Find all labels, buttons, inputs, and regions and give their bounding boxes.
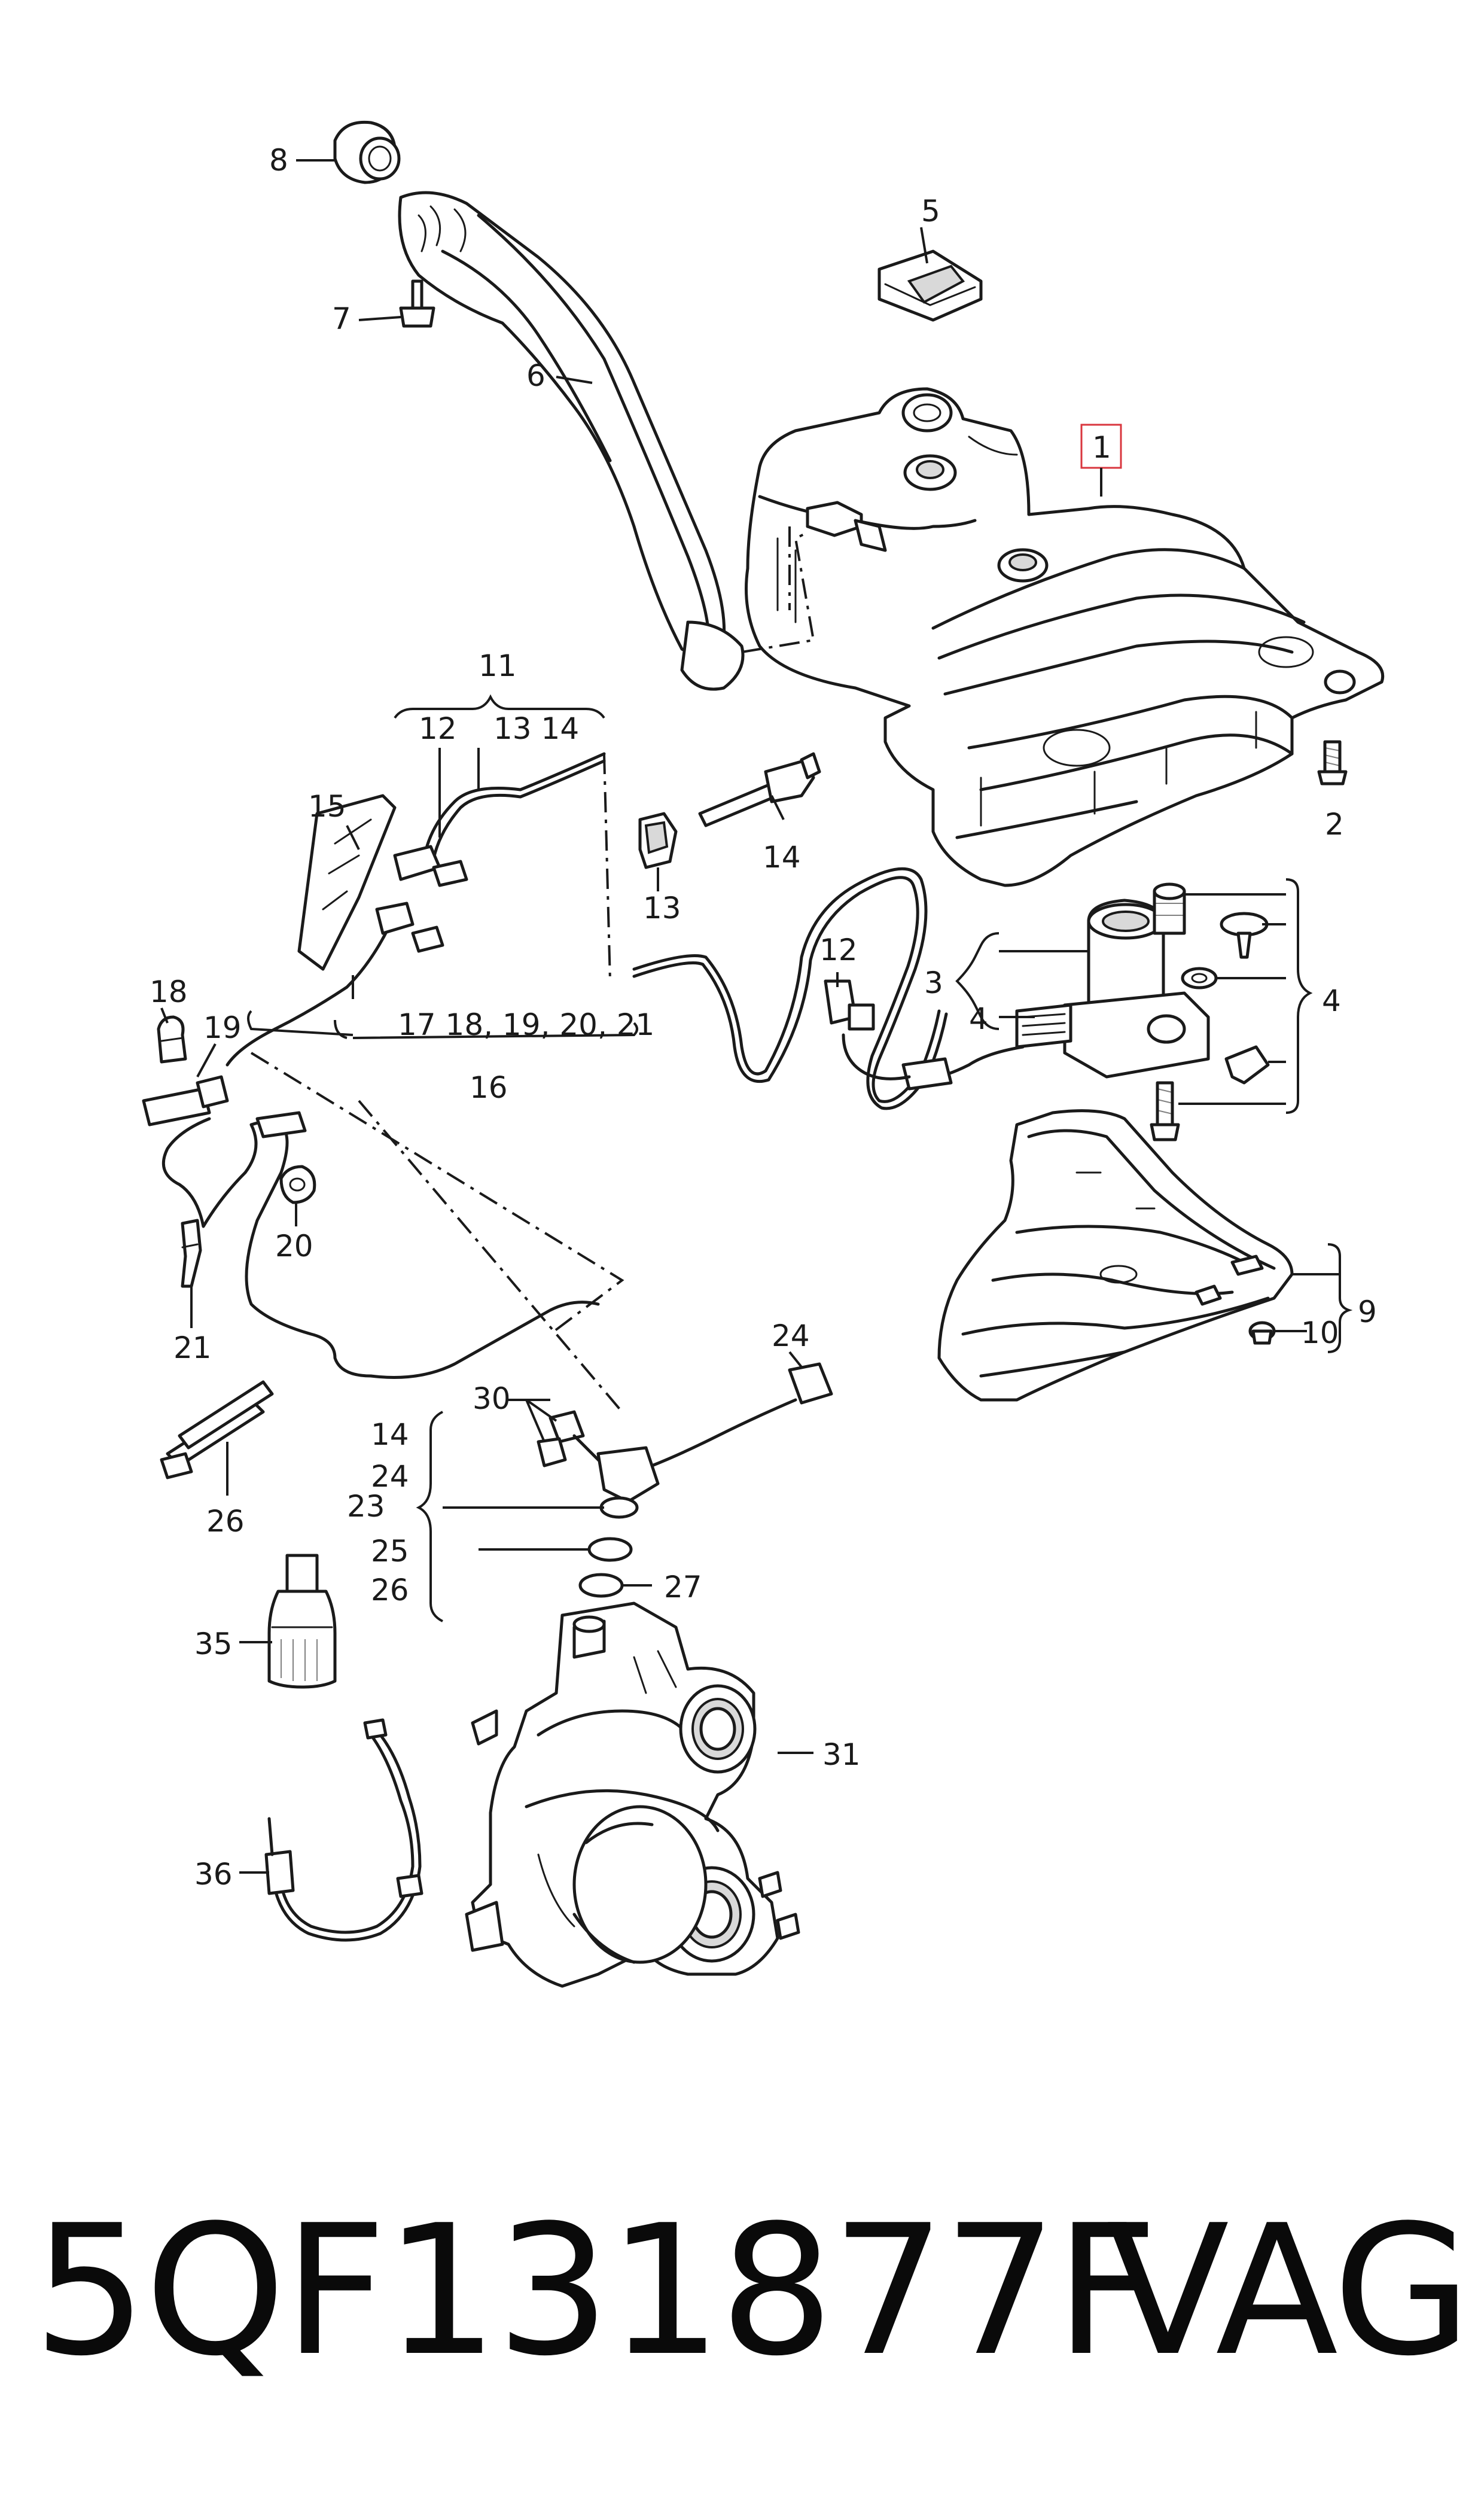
bolt-4	[1150, 1081, 1180, 1141]
callout-8: 8	[269, 143, 288, 178]
callout-13-14: 13 14	[493, 711, 579, 746]
bottle-35	[267, 1554, 337, 1689]
callout-30: 30	[473, 1381, 511, 1416]
callout-14-mid: 14	[371, 1417, 409, 1452]
clip-18	[157, 1015, 187, 1064]
bolt-2	[1317, 740, 1348, 785]
cap-4	[1220, 912, 1269, 959]
cover-9	[937, 1109, 1294, 1402]
sensor-24	[650, 1362, 833, 1467]
hose-19	[142, 1027, 600, 1379]
callout-14-top: 14	[763, 840, 801, 875]
callout-25: 25	[371, 1534, 409, 1569]
callout-15: 15	[308, 789, 346, 824]
bracket-5	[877, 249, 983, 322]
bolt-7	[399, 279, 435, 328]
callout-1: 1	[1092, 430, 1111, 465]
clip-26	[160, 1380, 274, 1479]
callout-31: 31	[822, 1737, 861, 1772]
callout-labels: 1 2 3 4 4 5 6 7 8 9 10 11 12 12 13 14 13…	[150, 143, 1377, 1892]
callout-19: 19	[203, 1010, 242, 1045]
pump-4	[842, 899, 1210, 1091]
callout-2: 2	[1325, 807, 1344, 842]
callout-20: 20	[275, 1229, 313, 1263]
callout-13: 13	[643, 891, 681, 925]
callout-5: 5	[921, 194, 940, 229]
callout-35: 35	[194, 1627, 233, 1661]
callout-10: 10	[1301, 1316, 1339, 1350]
filler-cap-8	[333, 120, 401, 184]
callout-18: 18	[150, 975, 188, 1009]
clip-13	[638, 812, 678, 869]
callout-23: 23	[347, 1489, 385, 1524]
connector-4	[1224, 1045, 1270, 1085]
seal-25	[587, 1537, 633, 1562]
sensor-12-right	[824, 979, 875, 1031]
callout-24-right: 24	[772, 1319, 810, 1353]
callout-12-right: 12	[819, 933, 858, 967]
callout-4-right: 4	[1322, 984, 1341, 1018]
callout-17-21: 17 18, 19, 20, 21	[398, 1007, 654, 1042]
clamp-27	[578, 1573, 624, 1598]
callout-24-left: 24	[371, 1459, 409, 1494]
tank-1	[745, 387, 1384, 887]
seal-4	[1153, 882, 1186, 935]
callout-27: 27	[664, 1570, 702, 1604]
sensor-30	[537, 1410, 660, 1519]
callout-6: 6	[526, 358, 546, 393]
nut-10	[1248, 1321, 1276, 1345]
part-number: 5QF131877F	[33, 2187, 1158, 2395]
callout-26-left: 26	[206, 1504, 245, 1539]
callout-36: 36	[194, 1857, 233, 1892]
callout-7: 7	[332, 302, 351, 336]
filler-neck-6	[398, 191, 745, 691]
hose-11-15	[273, 752, 606, 1031]
clip-21	[181, 1219, 202, 1288]
probe-36	[264, 1718, 423, 1942]
callout-26-mid: 26	[371, 1573, 409, 1607]
brand-name: VAG	[1107, 2187, 1471, 2395]
callout-12-left: 12	[419, 711, 457, 746]
callout-16: 16	[470, 1070, 508, 1105]
callout-3: 3	[924, 966, 943, 1000]
callout-4-left: 4	[969, 1001, 988, 1036]
callout-21: 21	[173, 1330, 212, 1365]
callout-11: 11	[479, 648, 517, 683]
clip-14	[698, 752, 821, 827]
callout-9: 9	[1358, 1295, 1377, 1329]
converter-31	[465, 1601, 800, 1988]
clip-20	[279, 1165, 316, 1204]
washer-4	[1181, 967, 1218, 989]
